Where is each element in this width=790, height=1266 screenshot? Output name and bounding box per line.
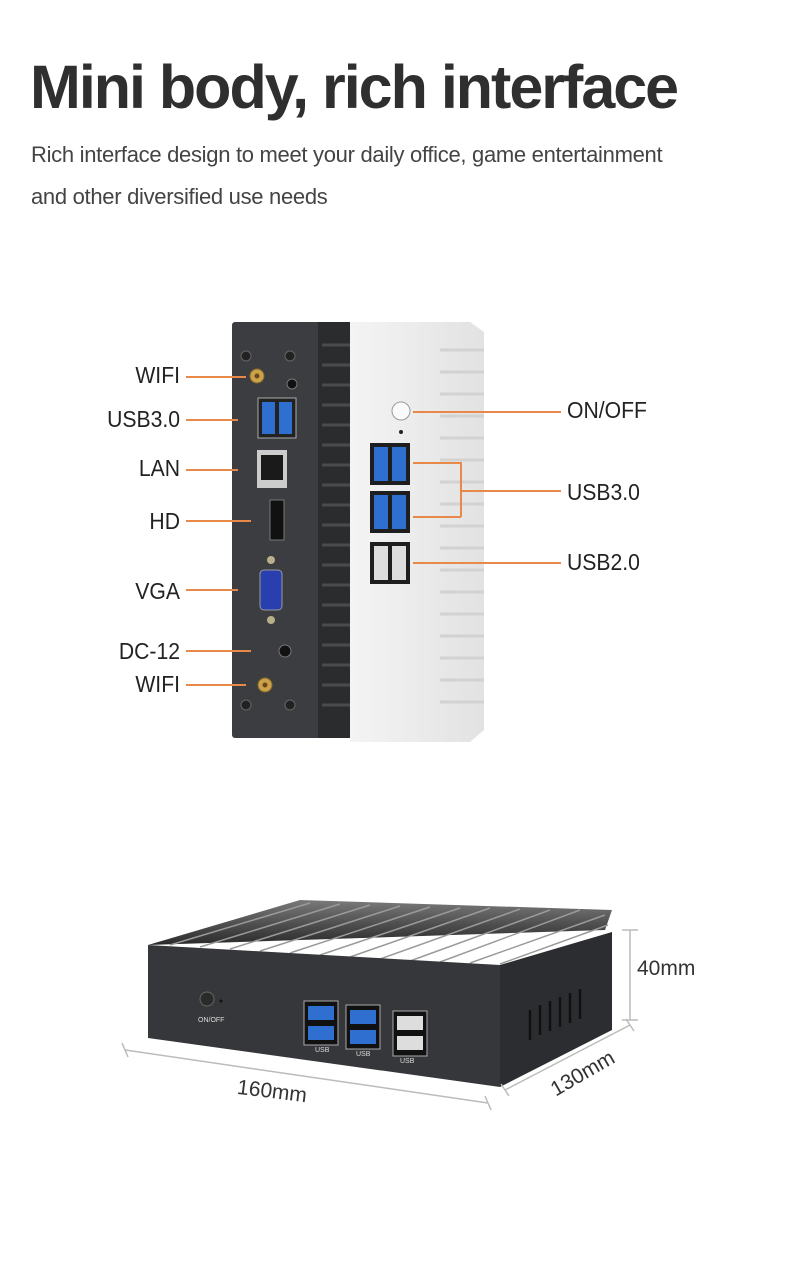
subtitle-line-2: and other diversified use needs — [31, 184, 328, 209]
callout-line — [186, 419, 238, 421]
callout-line — [186, 589, 238, 591]
callout-line — [186, 469, 238, 471]
usb-print-label: USB — [400, 1058, 415, 1065]
callout-lan: LAN — [138, 455, 180, 481]
callout-line — [413, 462, 461, 464]
callout-usb3-front: USB3.0 — [567, 479, 640, 505]
callout-line — [186, 376, 246, 378]
callout-hd: HD — [149, 508, 180, 534]
usb-print-label: USB — [356, 1051, 371, 1058]
page-title: Mini body, rich interface — [30, 53, 679, 121]
callout-line — [186, 684, 246, 686]
callout-line — [413, 411, 561, 413]
callout-line — [413, 562, 561, 564]
dimension-height: 40mm — [637, 957, 696, 980]
callout-bracket — [460, 462, 462, 517]
callout-line — [413, 516, 461, 518]
usb-print-label: USB — [315, 1047, 330, 1054]
callout-wifi-bottom: WIFI — [135, 671, 180, 697]
subtitle-line-1: Rich interface design to meet your daily… — [31, 142, 663, 167]
callout-line — [186, 650, 251, 652]
power-print-label: ON/OFF — [198, 1017, 225, 1024]
callout-wifi-top: WIFI — [135, 362, 180, 388]
callout-line — [186, 520, 251, 522]
callout-usb2-front: USB2.0 — [567, 549, 640, 575]
callout-line — [461, 490, 561, 492]
callout-usb3-rear: USB3.0 — [107, 406, 180, 432]
callout-vga: VGA — [135, 578, 180, 604]
callout-dc: DC-12 — [118, 638, 180, 664]
callout-on-off: ON/OFF — [567, 397, 647, 423]
